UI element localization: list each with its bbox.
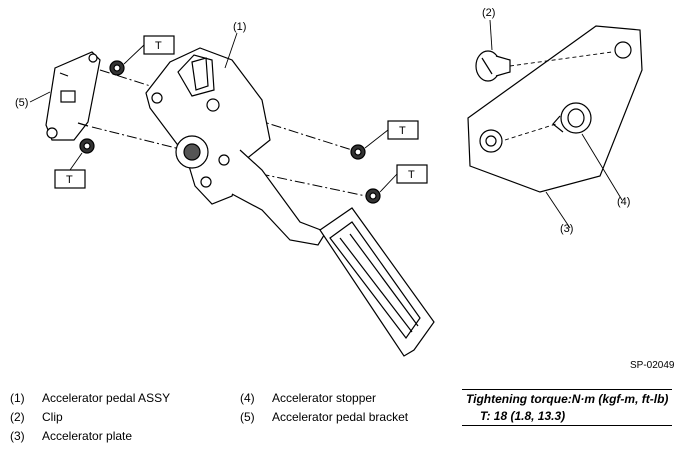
legend-item: (5) Accelerator pedal bracket: [240, 408, 408, 427]
legend-number: (5): [240, 410, 255, 424]
legend-number: (3): [10, 429, 25, 443]
legend-number: (4): [240, 391, 255, 405]
nut-right-upper: [350, 144, 366, 160]
torque-value: T: 18 (1.8, 13.3): [462, 409, 672, 426]
legend-item: (3) Accelerator plate: [10, 427, 170, 446]
accelerator-pedal-bracket: [45, 51, 101, 141]
legend-label: Clip: [42, 410, 63, 424]
callout-1: (1): [233, 21, 246, 33]
callout-2: (2): [482, 7, 495, 19]
accelerator-stopper: [552, 102, 592, 134]
nut-top-left: [109, 60, 125, 76]
torque-mark-3: T: [399, 125, 406, 137]
accelerator-plate: [467, 25, 643, 193]
legend-number: (1): [10, 391, 25, 405]
legend-left: (1) Accelerator pedal ASSY (2) Clip (3) …: [10, 389, 170, 446]
legend-item: (1) Accelerator pedal ASSY: [10, 389, 170, 408]
torque-spec-box: Tightening torque:N·m (kgf-m, ft-lb) T: …: [462, 389, 672, 426]
nut-right-lower: [365, 188, 381, 204]
figure-code: SP-02049: [630, 360, 675, 371]
legend-item: (4) Accelerator stopper: [240, 389, 408, 408]
legend-number: (2): [10, 410, 25, 424]
legend-middle: (4) Accelerator stopper (5) Accelerator …: [240, 389, 408, 427]
clip: [475, 50, 511, 82]
torque-mark-1: T: [155, 40, 162, 52]
legend-item: (2) Clip: [10, 408, 170, 427]
torque-mark-2: T: [66, 174, 73, 186]
nut-bottom-left: [79, 138, 95, 154]
legend-label: Accelerator pedal bracket: [272, 410, 409, 424]
legend-label: Accelerator stopper: [272, 391, 377, 405]
torque-title: Tightening torque:N·m (kgf-m, ft-lb): [462, 389, 672, 409]
parts-diagram: (1) (2) (3) (4) (5) T T T T: [15, 7, 643, 357]
callout-3: (3): [560, 223, 573, 235]
accelerator-pedal-assy: [145, 47, 435, 357]
legend-label: Accelerator pedal ASSY: [42, 391, 171, 405]
torque-mark-4: T: [408, 169, 415, 181]
callout-5: (5): [15, 97, 28, 109]
legend-label: Accelerator plate: [42, 429, 133, 443]
callout-4: (4): [617, 196, 630, 208]
